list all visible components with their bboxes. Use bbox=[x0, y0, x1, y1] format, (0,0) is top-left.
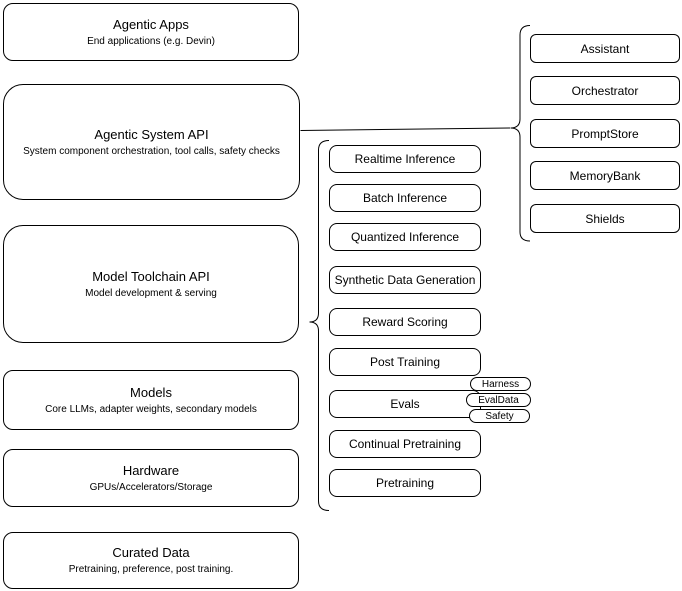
node-pretraining: Pretraining bbox=[329, 469, 481, 497]
node-evals: Evals bbox=[329, 390, 481, 418]
node-title: Hardware bbox=[122, 462, 180, 478]
node-continual-pretraining: Continual Pretraining bbox=[329, 430, 481, 458]
node-reward-scoring: Reward Scoring bbox=[329, 308, 481, 336]
node-hardware: Hardware GPUs/Accelerators/Storage bbox=[3, 449, 299, 507]
node-title: Agentic System API bbox=[94, 126, 209, 142]
node-subtitle: Core LLMs, adapter weights, secondary mo… bbox=[45, 403, 257, 415]
node-subtitle: System component orchestration, tool cal… bbox=[23, 145, 280, 157]
system-api-connector-line bbox=[300, 127, 511, 131]
node-title: Models bbox=[130, 384, 172, 400]
node-orchestrator: Orchestrator bbox=[530, 76, 680, 105]
node-title: Curated Data bbox=[112, 545, 190, 560]
node-curated-data: Curated Data Pretraining, preference, po… bbox=[3, 532, 299, 589]
node-agentic-apps: Agentic Apps End applications (e.g. Devi… bbox=[3, 3, 299, 61]
node-realtime-inference: Realtime Inference bbox=[329, 145, 481, 173]
system-bracket bbox=[510, 25, 531, 242]
node-models: Models Core LLMs, adapter weights, secon… bbox=[3, 370, 299, 430]
node-memorybank: MemoryBank bbox=[530, 161, 680, 190]
node-subtitle: Pretraining, preference, post training. bbox=[68, 564, 234, 575]
node-title: Model Toolchain API bbox=[92, 268, 210, 284]
node-subtitle: Model development & serving bbox=[85, 287, 217, 299]
node-shields: Shields bbox=[530, 204, 680, 233]
tag-safety: Safety bbox=[469, 409, 530, 423]
node-synthetic-data-generation: Synthetic Data Generation bbox=[329, 266, 481, 294]
node-subtitle: End applications (e.g. Devin) bbox=[87, 35, 215, 47]
node-title: Agentic Apps bbox=[113, 16, 189, 32]
node-promptstore: PromptStore bbox=[530, 119, 680, 148]
tag-evaldata: EvalData bbox=[466, 393, 531, 407]
tag-harness: Harness bbox=[470, 377, 531, 391]
toolchain-bracket bbox=[309, 140, 330, 511]
node-subtitle: GPUs/Accelerators/Storage bbox=[89, 481, 213, 493]
node-post-training: Post Training bbox=[329, 348, 481, 376]
node-assistant: Assistant bbox=[530, 34, 680, 63]
node-quantized-inference: Quantized Inference bbox=[329, 223, 481, 251]
node-agentic-system-api: Agentic System API System component orch… bbox=[3, 84, 300, 200]
node-batch-inference: Batch Inference bbox=[329, 184, 481, 212]
node-model-toolchain-api: Model Toolchain API Model development & … bbox=[3, 225, 299, 343]
